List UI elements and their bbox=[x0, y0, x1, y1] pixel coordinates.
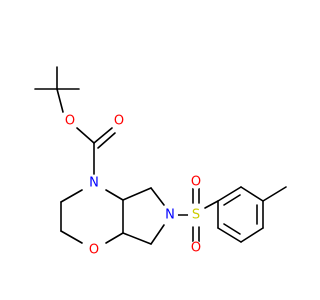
bond-ring-to-methyl bbox=[262, 186, 287, 202]
bond-ring-c4-c5 bbox=[240, 227, 264, 243]
atom-label: O bbox=[191, 241, 201, 256]
bond-tbu-to-oxygen bbox=[56, 88, 64, 113]
bond-ring-inner-c bbox=[223, 223, 241, 235]
atom-s-sulfonyl: S bbox=[188, 207, 204, 223]
bond-ring-o-to-ch-b bbox=[105, 232, 124, 244]
atom-label: N bbox=[165, 208, 175, 223]
bond-n-to-ch2-a bbox=[60, 189, 83, 203]
atom-n-ring: N bbox=[86, 175, 102, 191]
bond-ch-a-to-n bbox=[105, 189, 124, 201]
bond-n-pyrrolidine-to-ch2-d bbox=[150, 224, 165, 245]
bond-carbonyl-c-double-o-a bbox=[93, 127, 113, 144]
bond-ring-c5-c6 bbox=[217, 227, 242, 243]
bond-s-to-ring bbox=[204, 200, 219, 209]
atom-n-pyrrolidine: N bbox=[162, 207, 178, 223]
bond-ring-c1-c2 bbox=[217, 186, 242, 202]
atom-label: O bbox=[89, 243, 99, 258]
bond-carbonyl-c-double-o-b bbox=[97, 132, 116, 149]
atom-o-carbonyl: O bbox=[112, 114, 126, 129]
atom-label: N bbox=[89, 176, 99, 191]
atom-o-sulfonyl-bottom: O bbox=[189, 241, 203, 256]
atom-label: S bbox=[192, 208, 200, 223]
bond-ch-a-to-ch2-c bbox=[122, 187, 152, 201]
bond-ring-inner-a bbox=[223, 194, 241, 206]
atom-label: O bbox=[65, 114, 75, 129]
bond-ch2-b-to-ring-o bbox=[60, 230, 83, 244]
bond-ch2-d-to-ch-b bbox=[122, 232, 152, 245]
atom-label: O bbox=[114, 114, 124, 129]
bond-ch2-c-to-n-pyrrolidine bbox=[150, 187, 165, 206]
atom-o-ring: O bbox=[87, 243, 101, 258]
atom-label: O bbox=[191, 175, 201, 190]
atom-o-sulfonyl-top: O bbox=[189, 175, 203, 190]
bond-ring-c2-c3 bbox=[240, 186, 264, 202]
molecule-structure: O O N O N S O O bbox=[34, 66, 287, 258]
bond-oxygen-to-carbonyl-c bbox=[76, 127, 95, 144]
atom-o-ester: O bbox=[63, 114, 77, 129]
